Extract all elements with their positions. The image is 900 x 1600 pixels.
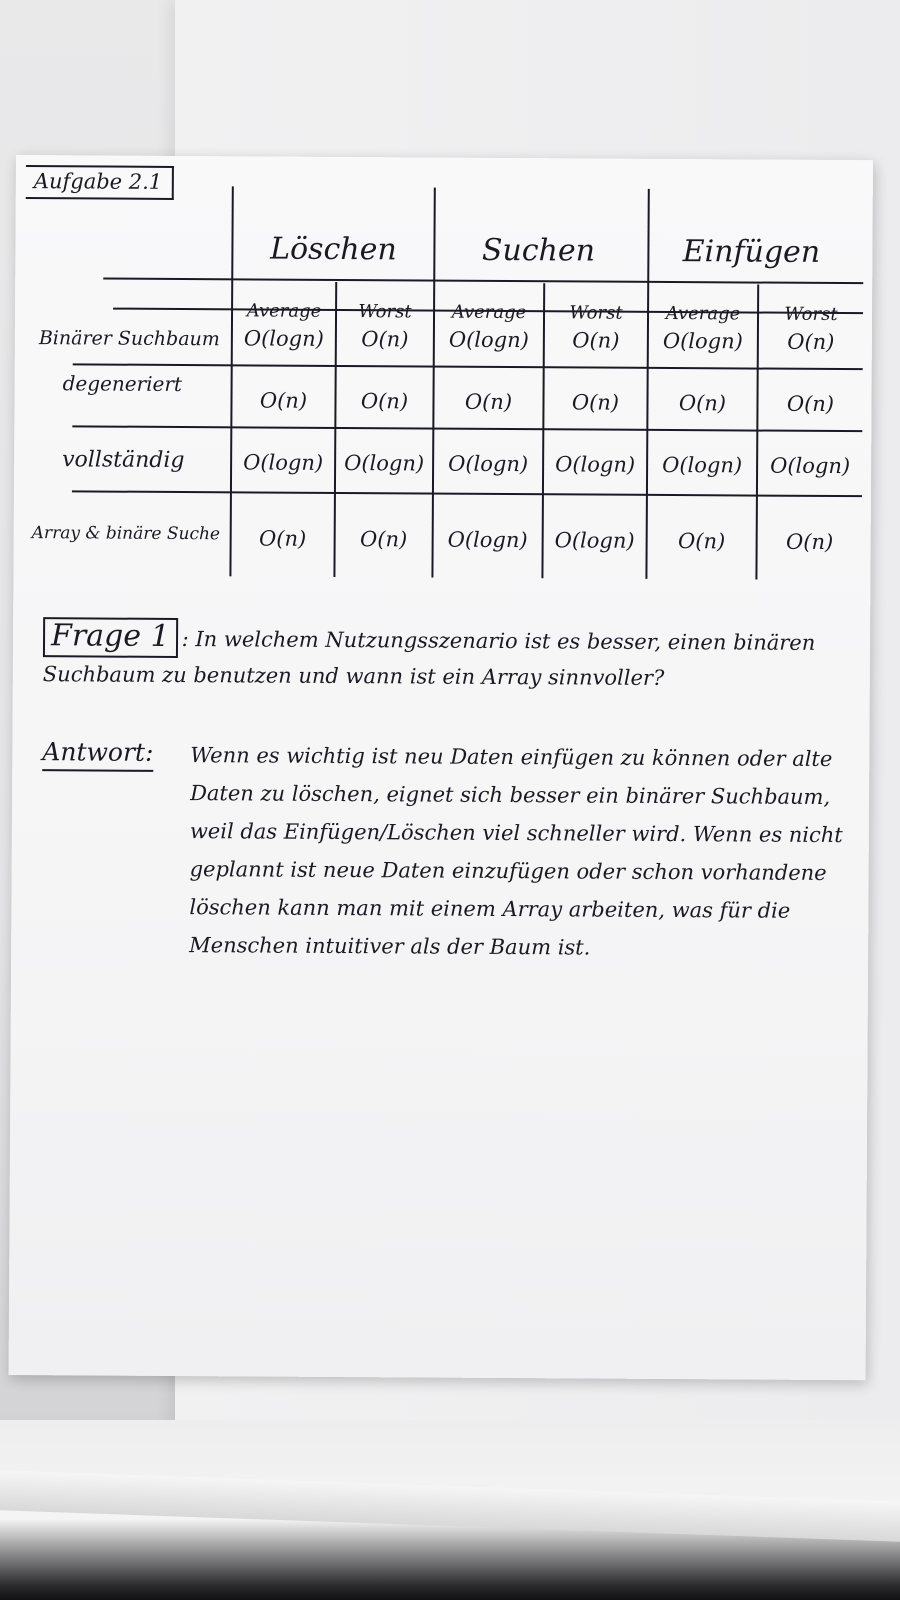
table-cell: O(logn): [344, 451, 425, 476]
table-cell: O(logn): [447, 527, 528, 553]
table-cell: O(logn): [554, 528, 635, 553]
table-cell: O(logn): [243, 450, 324, 475]
table-divider-horizontal: [103, 277, 864, 285]
table-cell: O(n): [787, 329, 835, 355]
table-cell: O(logn): [555, 452, 636, 477]
group-header-suchen: Suchen: [481, 232, 596, 269]
table-cell: O(n): [678, 529, 726, 554]
question-block: Frage 1: In welchem Nutzungsszenario ist…: [43, 617, 843, 696]
table-cell: O(n): [572, 328, 620, 353]
row-label-array-binaere-suche: Array & binäre Suche: [31, 523, 221, 545]
table-cell: O(n): [678, 391, 727, 416]
complexity-table: Löschen Suchen Einfügen Average Worst Av…: [31, 185, 864, 580]
table-cell: O(n): [786, 391, 835, 417]
answer-text: Wenn es wichtig ist neu Daten einfügen z…: [189, 743, 843, 960]
table-divider-horizontal: [71, 490, 862, 498]
answer-block: Antwort: Wenn es wichtig ist neu Daten e…: [41, 735, 843, 1000]
handwritten-sheet: Aufgabe 2.1 Löschen Suchen Einfügen Aver…: [8, 155, 873, 1381]
table-cell: O(n): [786, 529, 834, 554]
row-label-binaerer-suchbaum: Binärer Suchbaum: [38, 327, 220, 351]
table-divider-horizontal: [72, 425, 863, 433]
table-cell: O(logn): [662, 452, 743, 478]
table-cell: O(n): [464, 389, 513, 415]
table-cell: O(n): [571, 390, 620, 415]
table-cell: O(logn): [448, 327, 529, 353]
table-cell: O(n): [360, 527, 408, 552]
table-divider-vertical: [645, 188, 650, 579]
row-label-degeneriert: degeneriert: [62, 371, 183, 397]
table-divider-horizontal: [72, 363, 863, 371]
subheader-average: Average: [451, 301, 527, 324]
table-cell: O(logn): [770, 453, 851, 479]
table-cell: O(logn): [662, 328, 743, 354]
group-header-loeschen: Löschen: [270, 231, 397, 268]
group-header-einfuegen: Einfügen: [682, 234, 821, 270]
table-cell: O(n): [361, 327, 409, 352]
subheader-average: Average: [665, 302, 741, 325]
subheader-worst: Worst: [569, 302, 623, 324]
row-label-vollstaendig: vollständig: [62, 447, 185, 474]
question-label: Frage 1: [42, 617, 178, 658]
subheader-worst: Worst: [358, 301, 412, 323]
table-cell: O(n): [360, 389, 409, 414]
subheader-worst: Worst: [784, 303, 838, 326]
table-cell: O(n): [259, 526, 307, 551]
answer-label: Antwort:: [42, 735, 154, 772]
table-cell: O(n): [259, 388, 308, 413]
table-cell: O(logn): [448, 451, 529, 477]
table-cell: O(logn): [243, 326, 324, 351]
subheader-average: Average: [246, 300, 322, 322]
